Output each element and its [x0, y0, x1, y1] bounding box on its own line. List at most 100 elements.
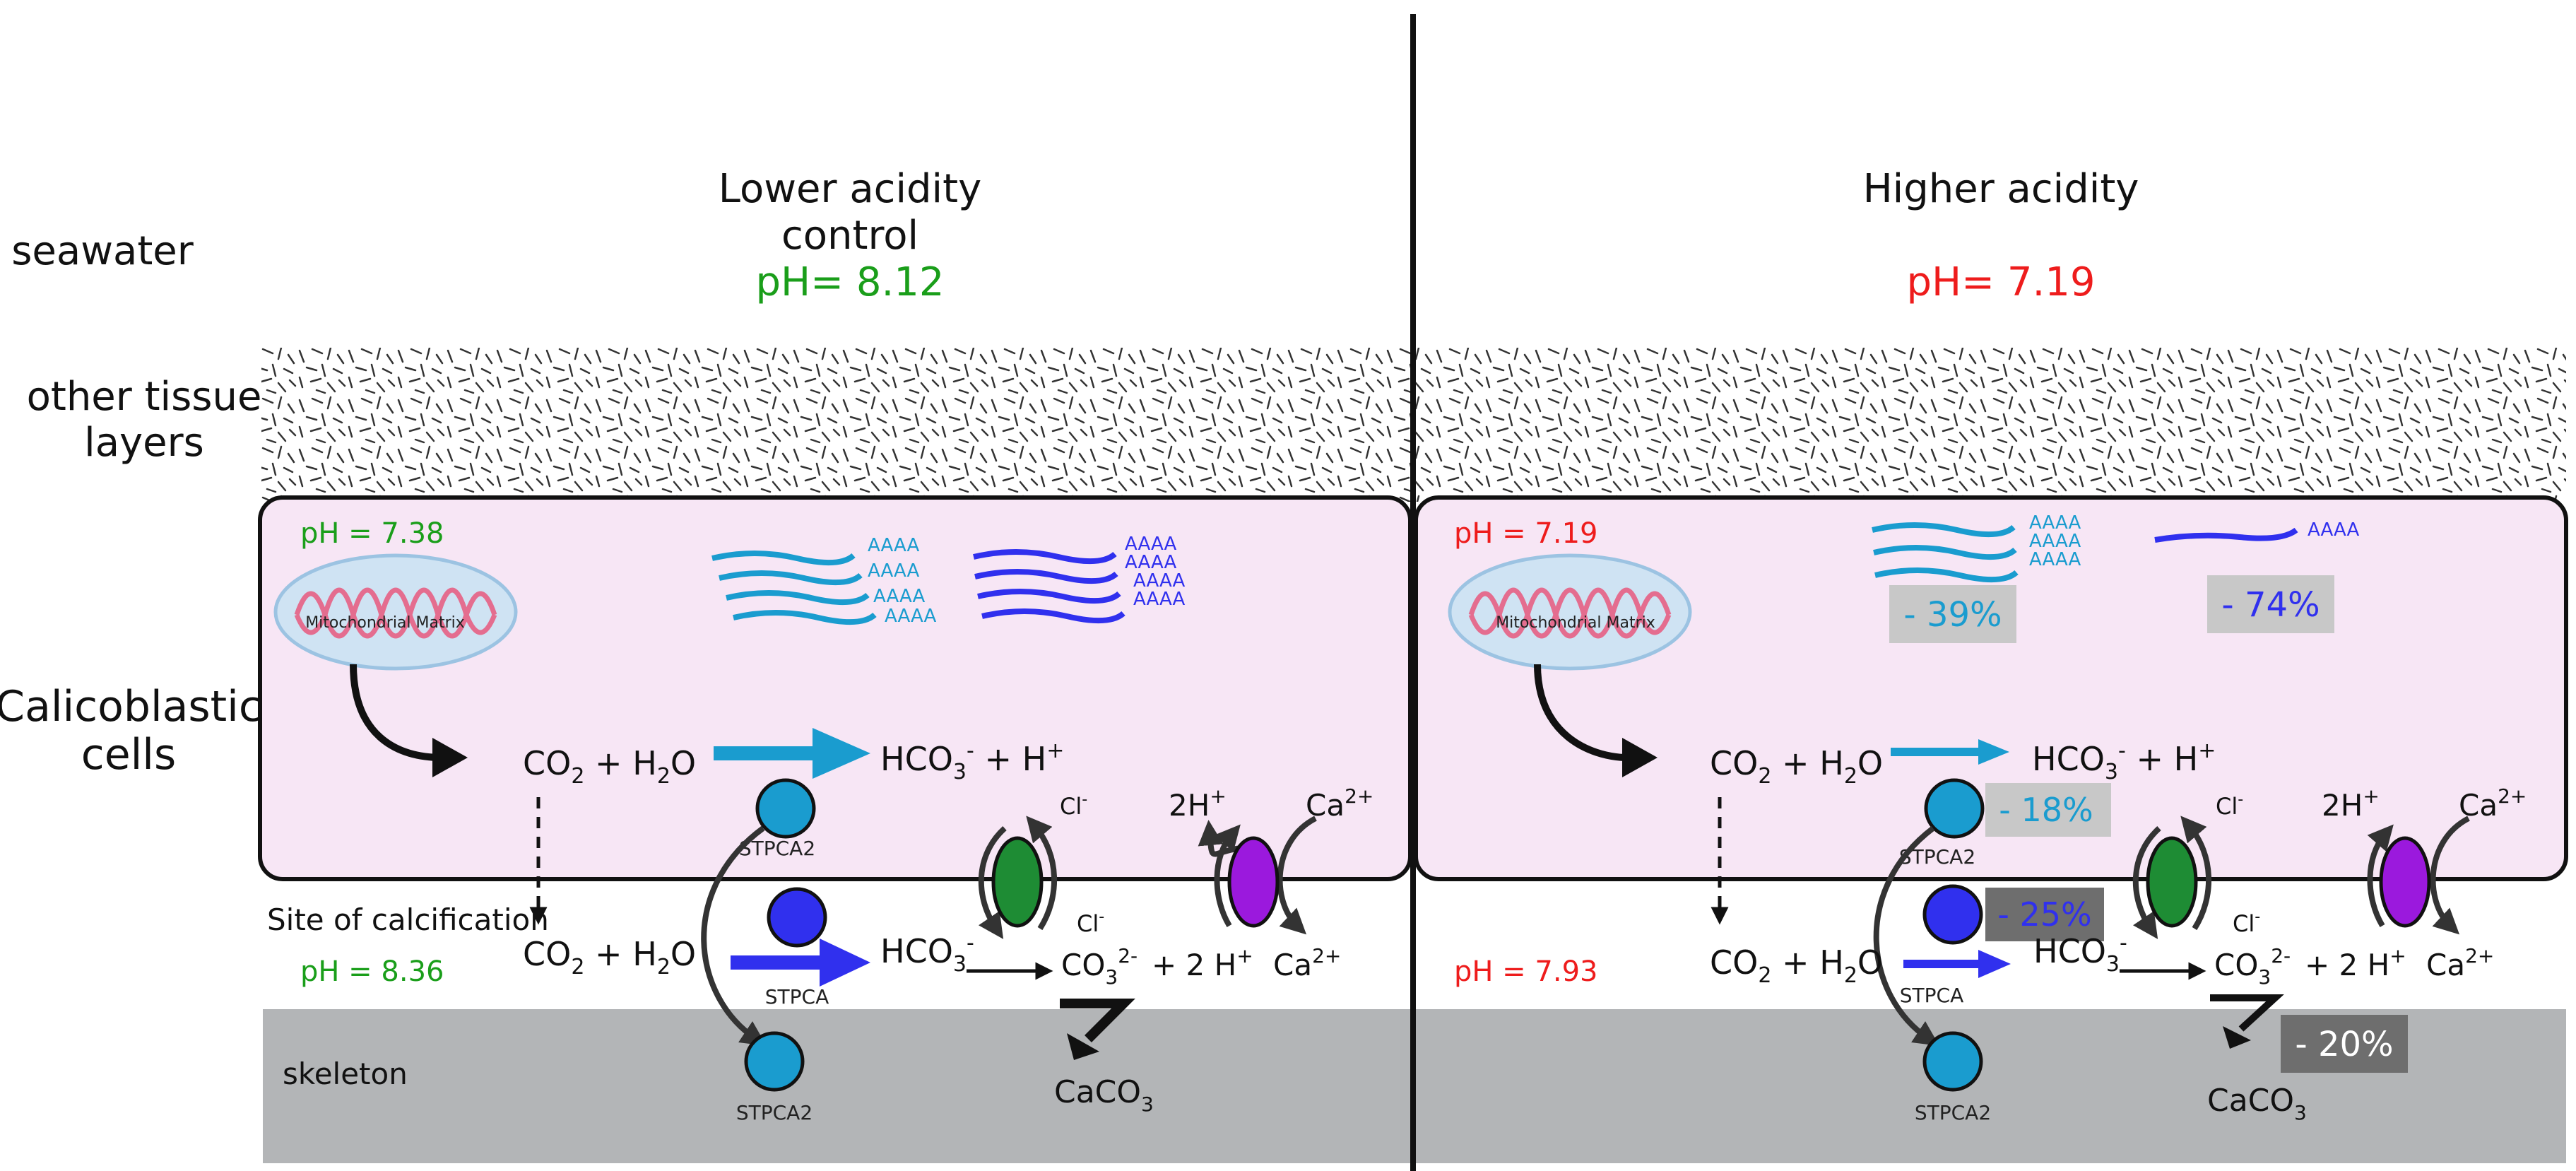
- site-reaction-left: CO2 + H2O HCO3- CO32- + 2 H+ Ca2+: [523, 931, 1341, 989]
- cl-ion-in-right: Cl-: [2233, 908, 2260, 937]
- mrna-stpca2-right: [1872, 522, 2019, 583]
- poly-a-left-stpca-4: AAAA: [1133, 589, 1186, 610]
- calcium-pump-right: [2367, 816, 2470, 935]
- stpca-flux-arrow-left: [731, 938, 870, 987]
- stpca-label-right: STPCA: [1900, 984, 1963, 1007]
- caco3-right: CaCO3: [2207, 1083, 2307, 1124]
- cell-reaction-right: CO2 + H2O HCO3- + H+: [1710, 739, 2216, 789]
- right-seawater-ph: pH= 7.19: [1906, 259, 2095, 305]
- svg-text:CO2 + H2O: CO2 + H2O: [523, 935, 696, 979]
- left-site-ph: pH = 8.36: [300, 955, 444, 988]
- chloride-exchanger-right: [2132, 816, 2212, 939]
- mrna-stpca-right: [2154, 527, 2298, 543]
- svg-text:CO2 + H2O: CO2 + H2O: [1710, 943, 1883, 988]
- left-seawater-ph: pH= 8.12: [755, 259, 944, 305]
- svg-text:CO2 + H2O: CO2 + H2O: [1710, 744, 1883, 789]
- cl-ion-in-left: Cl-: [1077, 908, 1104, 937]
- label-site-of-calcification: Site of calcification: [267, 902, 549, 937]
- stpca-flux-arrow-right: [1903, 950, 2011, 978]
- left-cell-ph: pH = 7.38: [300, 517, 444, 550]
- mitochondrion-left: Mitochondrial Matrix: [273, 553, 518, 671]
- poly-a-right-stpca2-3: AAAA: [2029, 549, 2081, 570]
- co2-release-arrow-left: [350, 664, 439, 761]
- co2-release-arrow-right: [1534, 664, 1626, 761]
- site-reaction-right: CO2 + H2O HCO3- CO32- + 2 H+ Ca2+: [1710, 931, 2494, 989]
- tissue-layer-right: [1416, 348, 2566, 502]
- svg-text:HCO3-: HCO3-: [2033, 931, 2127, 977]
- stpca2-enzyme-cell-right: [1924, 778, 1985, 839]
- stpca2-transport-arc-left: [701, 825, 767, 1047]
- stpca-label-left: STPCA: [765, 985, 829, 1008]
- left-title-line1: Lower acidity: [719, 166, 981, 212]
- stpca2-transport-arc-right: [1873, 825, 1939, 1047]
- mitochondrion-right: Mitochondrial Matrix: [1448, 553, 1692, 671]
- poly-a-left-stpca-1: AAAA: [1125, 534, 1177, 555]
- label-seawater: seawater: [11, 228, 194, 274]
- poly-a-left-stpca2-3: AAAA: [873, 586, 926, 607]
- svg-text:Ca2+: Ca2+: [2426, 944, 2494, 982]
- svg-text:+ 2 H+: + 2 H+: [1152, 944, 1253, 982]
- poly-a-left-stpca-2: AAAA: [1125, 552, 1177, 573]
- right-title: Higher acidity: [1863, 166, 2139, 212]
- precipitation-arrowhead-left: [1067, 1033, 1099, 1060]
- poly-a-right-stpca2-2: AAAA: [2029, 531, 2081, 552]
- stpca-enzyme-right: [1922, 884, 1983, 945]
- mrna-stpca-left: [973, 549, 1125, 624]
- precipitation-arrowhead-right: [2223, 1026, 2251, 1049]
- stpca2-flux-arrow-right: [1891, 739, 2009, 765]
- svg-text:CO2 + H2O: CO2 + H2O: [523, 744, 696, 789]
- svg-text:CO32-: CO32-: [1061, 944, 1138, 989]
- calcium-pump-left: [1198, 816, 1317, 935]
- stpca2-label-skeleton-right: STPCA2: [1915, 1101, 1991, 1124]
- change-stpca2-reaction: - 18%: [1999, 791, 2093, 829]
- tissue-layer-left: [261, 348, 1410, 502]
- poly-a-left-stpca-3: AAAA: [1133, 570, 1186, 592]
- cl-ion-out-left: Cl-: [1060, 791, 1087, 820]
- stpca2-enzyme-skeleton-left: [744, 1031, 805, 1092]
- caco3-left: CaCO3: [1054, 1074, 1154, 1116]
- stpca2-enzyme-cell-left: [755, 778, 816, 839]
- precipitation-arrow-right: [2210, 994, 2284, 1032]
- svg-text:HCO3- + H+: HCO3- + H+: [2032, 739, 2216, 784]
- poly-a-right-stpca-1: AAAA: [2308, 519, 2360, 541]
- co2-release-arrowhead-right: [1622, 738, 1658, 777]
- change-stpca-reaction: - 25%: [1997, 895, 2091, 934]
- right-cell-ph: pH = 7.19: [1454, 517, 1597, 550]
- skeleton-left: [263, 1009, 1410, 1163]
- mrna-stpca2-left: [711, 551, 877, 625]
- poly-a-left-stpca2-4: AAAA: [885, 606, 937, 627]
- change-box-caco3: [2281, 1015, 2408, 1073]
- change-box-stpca2-reaction: [1985, 783, 2111, 837]
- left-title-line2: control: [781, 213, 918, 259]
- svg-text:HCO3-: HCO3-: [880, 931, 974, 977]
- co2-release-arrowhead-left: [432, 738, 468, 777]
- cell-layer-left: [258, 495, 1412, 881]
- mitochondria-label-right: Mitochondrial Matrix: [1496, 614, 1655, 632]
- poly-a-left-stpca2-2: AAAA: [868, 560, 920, 582]
- ca-ion-left: Ca2+: [1306, 784, 1373, 823]
- stpca2-enzyme-skeleton-right: [1922, 1031, 1983, 1092]
- cell-reaction-left: CO2 + H2O HCO3- + H+: [523, 739, 1064, 789]
- mitochondria-label-left: Mitochondrial Matrix: [305, 614, 465, 632]
- poly-a-right-stpca2-1: AAAA: [2029, 512, 2081, 534]
- change-caco3: - 20%: [2295, 1025, 2393, 1064]
- change-box-mrna-stpca: [2207, 575, 2334, 633]
- change-mrna-stpca2: - 39%: [1903, 595, 2002, 635]
- svg-text:CO32-: CO32-: [2214, 944, 2291, 989]
- change-box-mrna-stpca2: [1889, 585, 2016, 643]
- precipitation-arrow-left: [1060, 999, 1135, 1042]
- chloride-exchanger-left: [978, 816, 1058, 939]
- stpca-enzyme-left: [767, 887, 827, 948]
- stpca2-flux-arrow-left: [714, 728, 870, 779]
- change-mrna-stpca: - 74%: [2221, 585, 2320, 625]
- svg-text:+ 2 H+: + 2 H+: [2305, 944, 2406, 982]
- change-box-stpca-reaction: [1985, 888, 2104, 941]
- right-site-ph: pH = 7.93: [1454, 955, 1597, 988]
- label-skeleton: skeleton: [283, 1057, 408, 1091]
- label-other-tissue-line1: other tissue: [27, 374, 262, 420]
- label-calicoblastic-line2: cells: [81, 730, 177, 779]
- stpca2-label-skeleton-left: STPCA2: [736, 1101, 813, 1124]
- label-calicoblastic-line1: Calicoblastic: [0, 682, 262, 731]
- label-other-tissue-line2: layers: [84, 420, 204, 466]
